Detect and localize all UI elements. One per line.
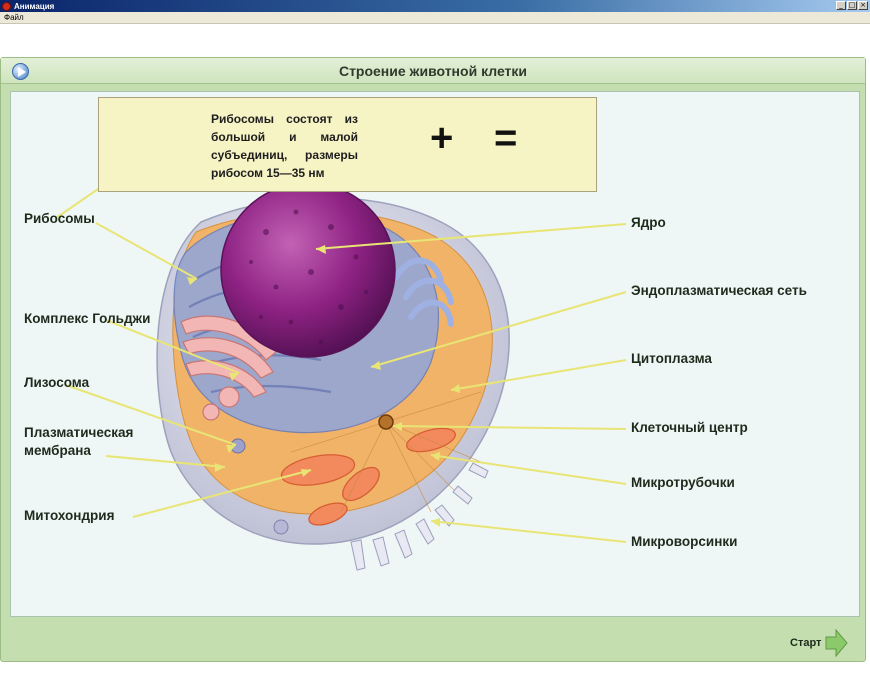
microvilli xyxy=(350,462,489,571)
mitochondria xyxy=(280,427,456,526)
maximize-button[interactable]: □ xyxy=(847,1,857,10)
start-button[interactable]: Старт xyxy=(790,628,849,658)
label-centrosome: Клеточный центр xyxy=(631,420,748,435)
label-microtubules: Микротрубочки xyxy=(631,475,735,490)
window-titlebar: Анимация _ □ × xyxy=(0,0,870,12)
label-er: Эндоплазматическая сеть xyxy=(631,283,807,298)
ribosome-info-text: Рибосомы состоят из большой и малой субъ… xyxy=(211,112,358,180)
app-icon xyxy=(2,1,11,11)
menu-bar: Файл xyxy=(0,12,870,24)
plus-sign: + xyxy=(430,116,454,160)
centrosome xyxy=(378,414,394,430)
label-golgi: Комплекс Гольджи xyxy=(24,311,151,326)
label-membrane-2: мембрана xyxy=(24,443,91,458)
page-title: Строение животной клетки xyxy=(338,63,528,79)
menu-item-file[interactable]: Файл xyxy=(4,13,24,22)
equals-sign: = xyxy=(494,116,518,160)
label-lysosome: Лизосома xyxy=(24,375,90,390)
window-title: Анимация xyxy=(14,1,55,11)
close-button[interactable]: × xyxy=(858,1,868,10)
label-cytoplasm: Цитоплазма xyxy=(631,351,712,366)
minimize-button[interactable]: _ xyxy=(836,1,846,10)
start-label: Старт xyxy=(790,637,822,649)
illustration-canvas: Рибосомы состоят из большой и малой субъ… xyxy=(10,91,860,617)
nucleus xyxy=(220,182,396,358)
play-button[interactable] xyxy=(12,63,29,80)
label-nucleus: Ядро xyxy=(631,215,666,230)
label-mitochondria: Митохондрия xyxy=(24,508,115,523)
arrow-right-icon xyxy=(825,629,849,657)
label-ribosomes: Рибосомы xyxy=(24,211,95,226)
header-bar: Строение животной клетки xyxy=(1,58,865,84)
app-frame: Строение животной клетки xyxy=(0,57,866,662)
ribosome-info-box: Рибосомы состоят из большой и малой субъ… xyxy=(98,97,597,192)
label-microvilli: Микроворсинки xyxy=(631,534,738,549)
cell-illustration xyxy=(55,99,627,571)
golgi-apparatus xyxy=(180,315,277,421)
play-icon xyxy=(18,67,26,77)
label-membrane-1: Плазматическая xyxy=(24,425,134,440)
